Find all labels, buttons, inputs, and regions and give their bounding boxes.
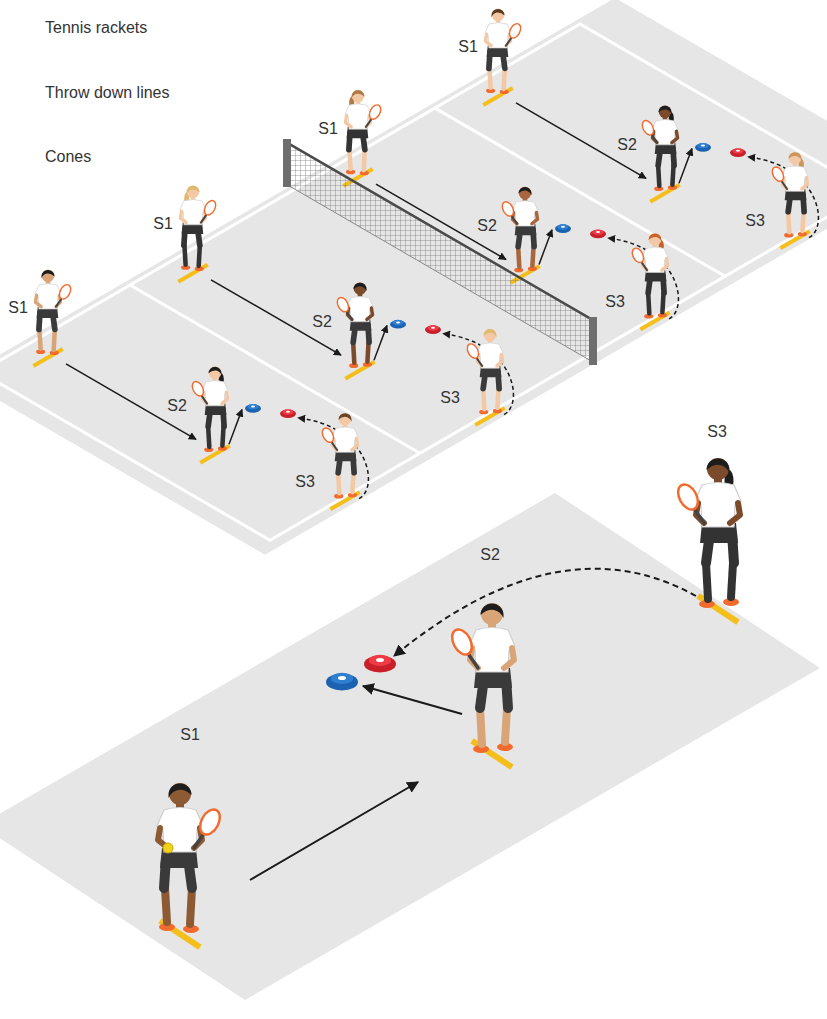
hit-arrow [679, 149, 692, 184]
red-cone [280, 409, 296, 418]
player-label: S2 [477, 217, 497, 235]
player-figure [190, 367, 228, 453]
throw-down-lines [33, 88, 809, 509]
throw-down-lines [160, 596, 738, 947]
player-label: S1 [153, 215, 173, 233]
player-label: S2 [480, 546, 500, 564]
equipment-label: Cones [45, 148, 91, 166]
hit-arrow [374, 325, 387, 360]
red-cone [590, 229, 606, 238]
player-figure [345, 90, 383, 176]
equipment-label: Tennis rackets [45, 19, 147, 37]
player-label: S1 [8, 299, 28, 317]
court-line [0, 24, 827, 540]
movement-arrows [66, 103, 818, 499]
net-band [287, 185, 593, 362]
court-surface [0, 493, 820, 1000]
player-figure [335, 282, 373, 368]
player-figure [157, 783, 224, 933]
net-post [589, 317, 597, 365]
player-label: S3 [605, 293, 625, 311]
player-figure [640, 106, 678, 192]
run-arrow [394, 569, 696, 656]
red-cone [730, 148, 746, 157]
player-figure [674, 458, 741, 608]
blue-cone [390, 320, 406, 329]
blue-cone [555, 224, 571, 233]
player-label: S3 [707, 423, 727, 441]
player-label: S3 [295, 473, 315, 491]
player-label: S2 [167, 397, 187, 415]
player-label: S2 [312, 313, 332, 331]
player-figure [180, 186, 218, 271]
player-figure [35, 270, 73, 356]
blue-cone [326, 673, 358, 691]
player-label: S3 [745, 212, 765, 230]
hit-arrow [539, 230, 552, 265]
court-line [130, 285, 420, 453]
tennis-net [287, 143, 593, 362]
player-figure [500, 187, 538, 272]
red-cone [364, 655, 396, 673]
player-label: S2 [617, 136, 637, 154]
feed-arrow [66, 364, 196, 439]
court-line [435, 108, 725, 276]
feed-arrow [516, 103, 646, 178]
blue-cone [695, 143, 711, 152]
net-band [287, 143, 593, 320]
court-surface [0, 0, 827, 555]
player-figure [770, 152, 808, 238]
equipment-label: Throw down lines [45, 84, 170, 102]
player-figure [630, 233, 668, 318]
player-label: S1 [458, 38, 478, 56]
feed-arrow [211, 280, 341, 355]
player-label: S3 [440, 389, 460, 407]
net-post [283, 139, 291, 187]
player-figure [465, 329, 503, 415]
player-figure [485, 9, 523, 95]
player-label: S1 [318, 120, 338, 138]
movement-arrows [250, 569, 696, 880]
player-figure [448, 603, 515, 753]
player-figure [320, 413, 358, 499]
tennis-ball [163, 843, 173, 853]
hit-arrow [363, 686, 462, 714]
feed-arrow [250, 782, 418, 880]
blue-cone [245, 404, 261, 413]
hit-arrow [229, 410, 242, 445]
player-label: S1 [180, 726, 200, 744]
red-cone [425, 325, 441, 334]
